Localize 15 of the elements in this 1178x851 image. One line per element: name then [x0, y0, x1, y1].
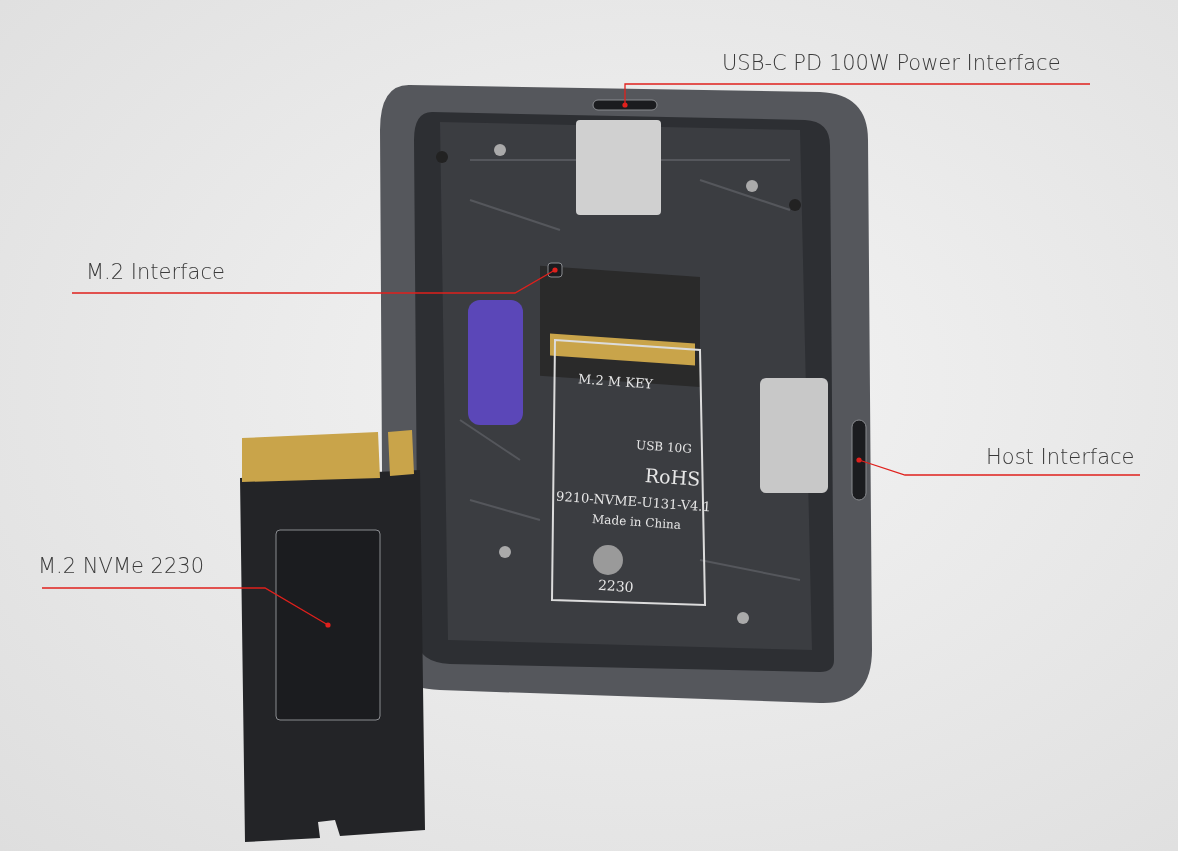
- port-part: [851, 419, 867, 501]
- board-marking: USB 10G: [635, 438, 693, 456]
- callout-label: M.2 Interface: [86, 259, 225, 285]
- callout-label: Host Interface: [986, 444, 1135, 470]
- leader-line: [856, 457, 1141, 476]
- callout-label: USB-C PD 100W Power Interface: [722, 50, 1061, 76]
- board-marking: RoHS: [644, 464, 702, 490]
- port-part: [275, 529, 381, 721]
- port-part: [592, 99, 658, 111]
- callout-label: M.2 NVMe 2230: [38, 553, 205, 579]
- board-marking: M.2 M KEY: [577, 371, 654, 392]
- leader-line: [71, 267, 558, 294]
- leader-line: [622, 83, 1091, 108]
- board-marking: 2230: [597, 576, 635, 596]
- leader-line: [41, 587, 331, 628]
